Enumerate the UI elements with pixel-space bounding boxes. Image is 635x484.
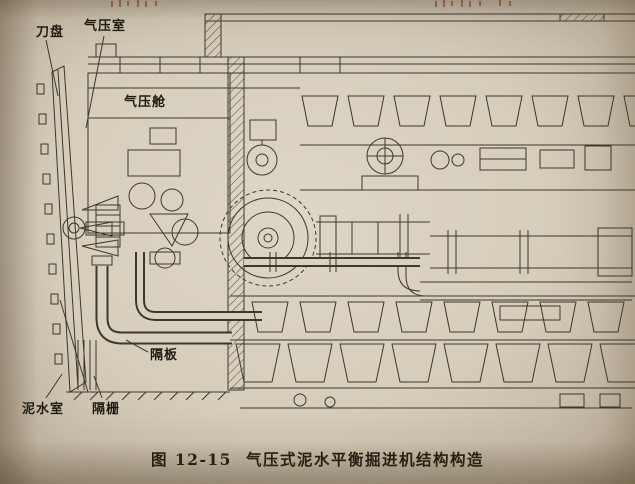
upper-machinery — [300, 137, 635, 191]
cropped-red-print — [111, 0, 511, 7]
figure-caption: 图 12-15 气压式泥水平衡掘进机结构构造 — [0, 448, 635, 470]
label-grille: 隔栅 — [92, 402, 121, 417]
label-cutterhead: 刀盘 — [36, 25, 65, 40]
segment-row-top — [301, 95, 635, 127]
segment-rows-bottom — [230, 295, 635, 409]
label-air-pressure-cabin: 气压舱 — [124, 95, 167, 110]
label-slurry-chamber: 泥水室 — [22, 402, 65, 417]
leader-lines — [45, 35, 149, 399]
figure-title: 气压式泥水平衡掘进机结构构造 — [245, 450, 484, 469]
cutterhead-disc — [36, 65, 125, 393]
label-air-pressure-chamber: 气压室 — [84, 19, 127, 34]
shield-shell-top — [88, 13, 635, 89]
slurry-pipes — [91, 252, 420, 345]
figure-number: 图 12-15 — [151, 450, 232, 469]
slurry-chamber-floor — [59, 299, 230, 401]
rear-cylinders — [397, 227, 633, 321]
label-partition-plate: 隔板 — [150, 348, 179, 363]
bulkhead-wall — [227, 56, 245, 391]
